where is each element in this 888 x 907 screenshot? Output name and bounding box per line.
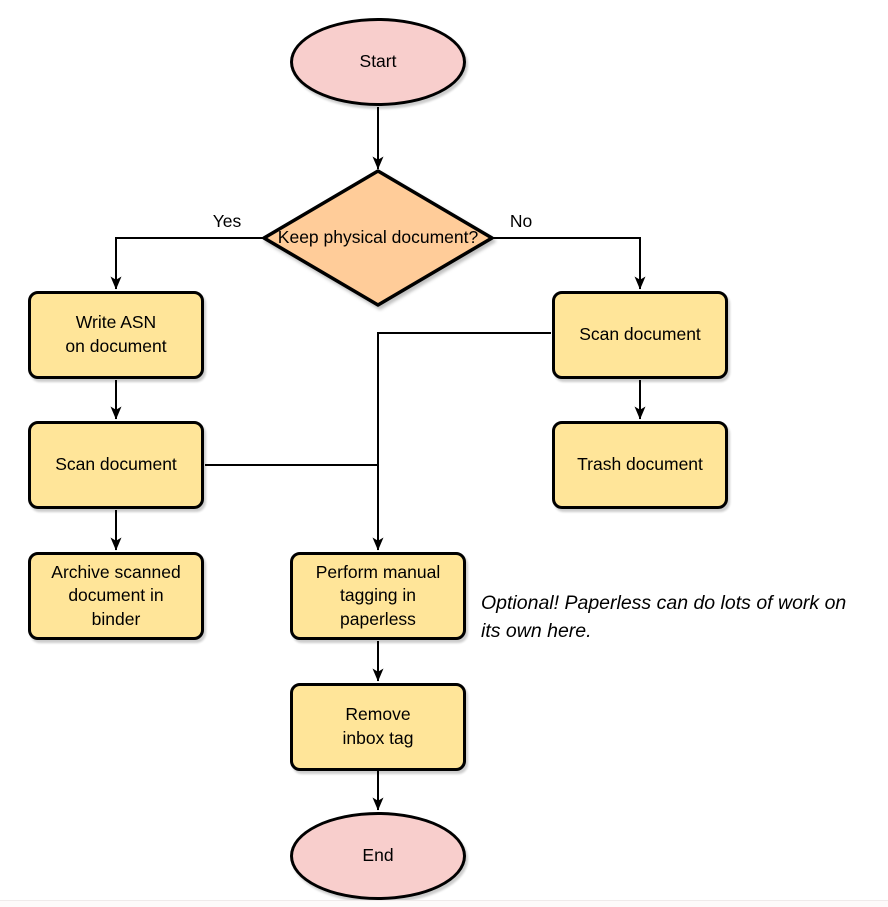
edge-scan-right-to-tagging: [372, 332, 551, 551]
node-end: End: [290, 812, 466, 900]
edge-label-yes: Yes: [212, 211, 242, 231]
annotation-optional-note: Optional! Paperless can do lots of work …: [481, 592, 847, 642]
node-decision: Keep physical document?: [264, 171, 492, 305]
node-write-asn: Write ASN on document: [28, 291, 204, 379]
node-archive-in-binder: Archive scanned document in binder: [28, 552, 204, 640]
node-decision-label: Keep physical document?: [277, 227, 479, 248]
node-start: Start: [290, 18, 466, 106]
node-remove-inbox-tag: Remove inbox tag: [290, 683, 466, 771]
node-write-asn-label: Write ASN on document: [65, 312, 167, 356]
edge-decision-no-to-scan-right: [492, 237, 646, 290]
edge-decision-yes-to-write-asn: [110, 237, 264, 290]
node-scan-document-left: Scan document: [28, 421, 204, 509]
decision-diamond-shape: [262, 169, 494, 307]
node-scan-document-right-label: Scan document: [579, 324, 701, 345]
node-archive-in-binder-label: Archive scanned document in binder: [51, 561, 181, 629]
edge-label-no: No: [509, 211, 533, 231]
node-manual-tagging: Perform manual tagging in paperless: [290, 552, 466, 640]
node-remove-inbox-tag-label: Remove inbox tag: [342, 704, 414, 748]
node-end-label: End: [362, 845, 394, 866]
node-trash-document: Trash document: [552, 421, 728, 509]
node-scan-document-left-label: Scan document: [55, 454, 177, 475]
node-manual-tagging-label: Perform manual tagging in paperless: [315, 561, 441, 629]
node-scan-document-right: Scan document: [552, 291, 728, 379]
node-trash-document-label: Trash document: [577, 454, 703, 475]
bottom-edge-strip: [0, 900, 888, 907]
node-start-label: Start: [359, 51, 397, 72]
